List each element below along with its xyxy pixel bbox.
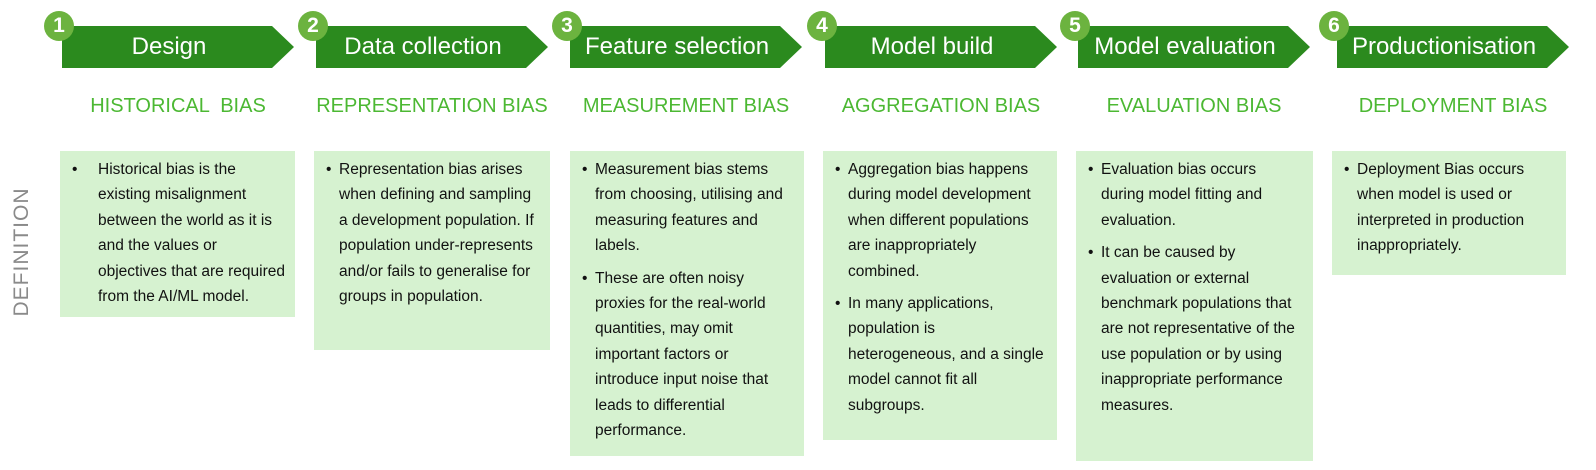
stage-model-evaluation: Model evaluation 5 EVALUATION BIAS • Eval… (1060, 0, 1313, 470)
definition-box: • Representation bias arises when definin… (314, 151, 550, 350)
stage-design: Design 1 HISTORICAL BIAS • Historical bia… (44, 0, 295, 470)
bullet-text: Aggregation bias happens during model de… (848, 161, 1031, 280)
stage-data-collection: Data collection 2 REPRESENTATION BIAS • R… (298, 0, 550, 470)
bullet-dot: • (1088, 161, 1094, 178)
stage-feature-selection: Feature selection 3 MEASUREMENT BIAS • Me… (552, 0, 804, 470)
bullet-text: Deployment Bias occurs when model is use… (1357, 161, 1525, 255)
definition-bullet: • These are often noisy proxies for the r… (582, 266, 794, 444)
stage-number-badge: 3 (552, 11, 582, 41)
stage-number-badge: 2 (298, 11, 328, 41)
bullet-dot: • (1344, 161, 1350, 178)
bullet-dot: • (582, 269, 588, 287)
stage-title: Model evaluation (1094, 33, 1276, 60)
definition-box: • Deployment Bias occurs when model is us… (1332, 151, 1566, 275)
bullet-text: Historical bias is the existing misalign… (98, 161, 285, 306)
stage-title: Design (131, 33, 207, 60)
definition-box: • Historical bias is the existing misalig… (60, 151, 295, 317)
bias-heading: DEPLOYMENT BIAS (1358, 95, 1548, 117)
definition-side-label: DEFINITION (10, 187, 33, 317)
stage-arrow: Model build (825, 26, 1057, 68)
stage-model-build: Model build 4 AGGREGATION BIAS • Aggregat… (807, 0, 1057, 470)
definition-bullet: • Evaluation bias occurs during model fit… (1088, 157, 1303, 233)
bullet-text: Evaluation bias occurs during model fitt… (1101, 161, 1263, 229)
stage-arrow: Data collection (316, 26, 548, 68)
stage-arrow: Model evaluation (1078, 26, 1310, 68)
bullet-text: Representation bias arises when defining… (339, 161, 534, 306)
stage-arrow: Feature selection (570, 26, 802, 68)
stage-title: Productionisation (1351, 33, 1537, 60)
definition-bullet: • Aggregation bias happens during model d… (835, 157, 1047, 284)
bullet-text: In many applications, population is hete… (848, 295, 1044, 414)
definition-box: • Aggregation bias happens during model d… (823, 151, 1057, 440)
bullet-text: Measurement bias stems from choosing, ut… (595, 161, 783, 255)
definition-bullet: • Representation bias arises when definin… (326, 157, 540, 309)
stage-title: Model build (870, 33, 994, 60)
stage-number-badge: 1 (44, 11, 74, 41)
bias-heading: REPRESENTATION BIAS (316, 95, 548, 117)
definition-bullet: • Measurement bias stems from choosing, u… (582, 157, 794, 259)
stage-number-badge: 6 (1319, 11, 1349, 41)
stage-number-badge: 5 (1060, 11, 1090, 41)
definition-bullet: • Deployment Bias occurs when model is us… (1344, 157, 1556, 259)
bias-heading: AGGREGATION BIAS (841, 95, 1041, 117)
bullet-dot: • (1088, 244, 1094, 262)
bullet-dot: • (326, 161, 332, 178)
bullet-text: These are often noisy proxies for the re… (595, 269, 769, 440)
definition-box: • Evaluation bias occurs during model fit… (1076, 151, 1313, 461)
bullet-dot: • (835, 161, 841, 178)
definition-bullet: • It can be caused by evaluation or exter… (1088, 240, 1303, 418)
stage-number-badge: 4 (807, 11, 837, 41)
definition-bullet: • In many applications, population is het… (835, 291, 1047, 418)
bias-heading: MEASUREMENT BIAS (582, 95, 790, 117)
bullet-text: It can be caused by evaluation or extern… (1101, 244, 1295, 414)
bullet-dot: • (72, 161, 78, 178)
stage-title: Data collection (344, 33, 502, 60)
stage-title: Feature selection (584, 33, 770, 60)
stage-arrow: Productionisation (1337, 26, 1569, 68)
bias-heading: EVALUATION BIAS (1106, 95, 1282, 117)
bias-heading: HISTORICAL BIAS (90, 95, 266, 117)
definition-bullet: • Historical bias is the existing misalig… (72, 157, 285, 309)
definition-box: • Measurement bias stems from choosing, u… (570, 151, 804, 456)
stage-arrow: Design (62, 26, 294, 68)
stage-productionisation: Productionisation 6 DEPLOYMENT BIAS • Dep… (1319, 0, 1569, 470)
bullet-dot: • (835, 295, 841, 313)
bullet-dot: • (582, 161, 588, 178)
